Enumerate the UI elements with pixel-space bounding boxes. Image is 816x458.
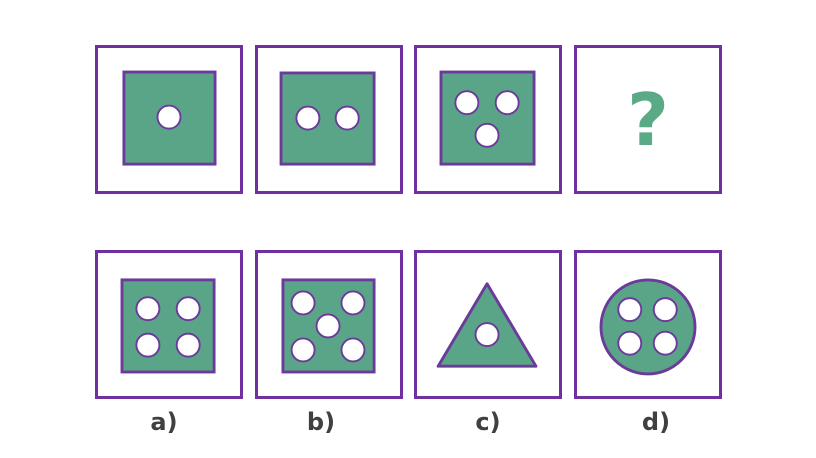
option-b-label: b)	[306, 408, 336, 436]
option-a-box[interactable]	[95, 250, 243, 399]
green-square	[439, 70, 536, 166]
white-dot	[340, 290, 366, 316]
white-dot	[295, 105, 321, 131]
green-circle	[599, 278, 697, 376]
white-dot	[135, 296, 161, 322]
white-dot	[617, 297, 643, 323]
white-dot	[290, 337, 316, 363]
question-mark: ?	[627, 77, 669, 162]
white-dot	[290, 290, 316, 316]
square-five-dots-figure	[281, 278, 376, 374]
white-dot	[474, 122, 500, 148]
triangle-one-dot-figure	[436, 282, 538, 368]
white-dot	[474, 322, 500, 348]
sequence-box-3	[414, 45, 562, 194]
white-dot	[340, 337, 366, 363]
option-d-box[interactable]	[574, 250, 722, 399]
white-dot	[334, 105, 360, 131]
white-dot	[175, 296, 201, 322]
white-dot	[175, 332, 201, 358]
square-one-dot-figure	[122, 70, 217, 166]
white-dot	[494, 90, 520, 116]
option-c-label: c)	[475, 408, 501, 436]
option-b-box[interactable]	[255, 250, 403, 399]
white-dot	[652, 297, 678, 323]
sequence-box-1	[95, 45, 243, 194]
sequence-box-2	[255, 45, 403, 194]
option-d-label: d)	[641, 408, 671, 436]
green-square	[120, 278, 216, 374]
white-dot	[135, 332, 161, 358]
white-dot	[315, 313, 341, 339]
square-two-dots-figure	[279, 71, 376, 166]
sequence-box-unknown: ?	[574, 45, 722, 194]
square-three-dots-figure	[439, 70, 536, 166]
option-c-box[interactable]	[414, 250, 562, 399]
white-dot	[454, 90, 480, 116]
green-square	[279, 71, 376, 166]
option-a-label: a)	[150, 408, 178, 436]
circle-four-dots-figure	[599, 278, 697, 376]
white-dot	[652, 330, 678, 356]
square-four-dots-figure	[120, 278, 216, 374]
white-dot	[617, 330, 643, 356]
white-dot	[156, 104, 182, 130]
